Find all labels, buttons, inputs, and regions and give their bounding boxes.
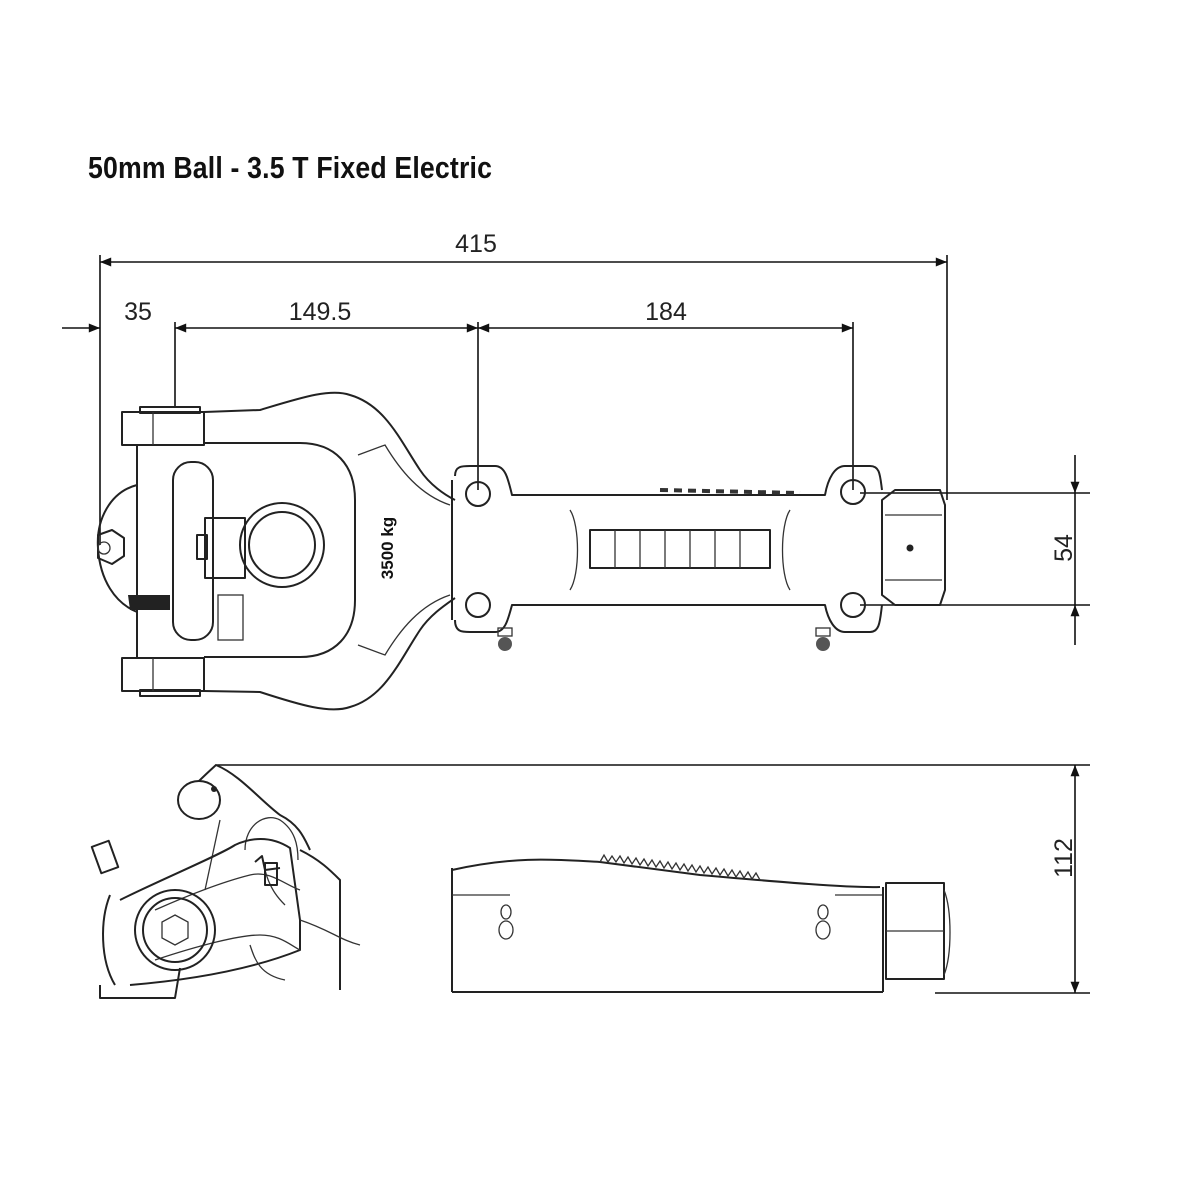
dimension-ball-offset: 35	[62, 298, 176, 408]
coupling-side-view	[90, 764, 951, 999]
window-slots	[589, 529, 771, 569]
dimension-height: 112	[215, 764, 1090, 994]
dim-label-149-5: 149.5	[289, 298, 352, 326]
grease-nipple-icon	[497, 627, 513, 651]
dim-label-184: 184	[645, 298, 687, 326]
dim-label-415: 415	[455, 230, 497, 258]
dim-label-112: 112	[1050, 838, 1078, 878]
grease-nipple-icon	[815, 904, 831, 940]
dimension-overall-length: 415	[99, 230, 948, 545]
load-rating-marking: 3500 kg	[378, 517, 397, 579]
drawing-title: 50mm Ball - 3.5 T Fixed Electric	[88, 150, 493, 185]
dim-label-54: 54	[1050, 534, 1078, 562]
dimension-hole-spacing: 184	[478, 298, 854, 490]
coupling-top-view: 3500 kg	[96, 391, 946, 711]
grease-nipple-icon	[815, 627, 831, 651]
dimension-hole-width: 54	[860, 455, 1090, 645]
dimension-ball-to-hole: 149.5	[175, 298, 479, 490]
grease-nipple-icon	[498, 904, 514, 940]
dim-label-35: 35	[124, 298, 152, 326]
